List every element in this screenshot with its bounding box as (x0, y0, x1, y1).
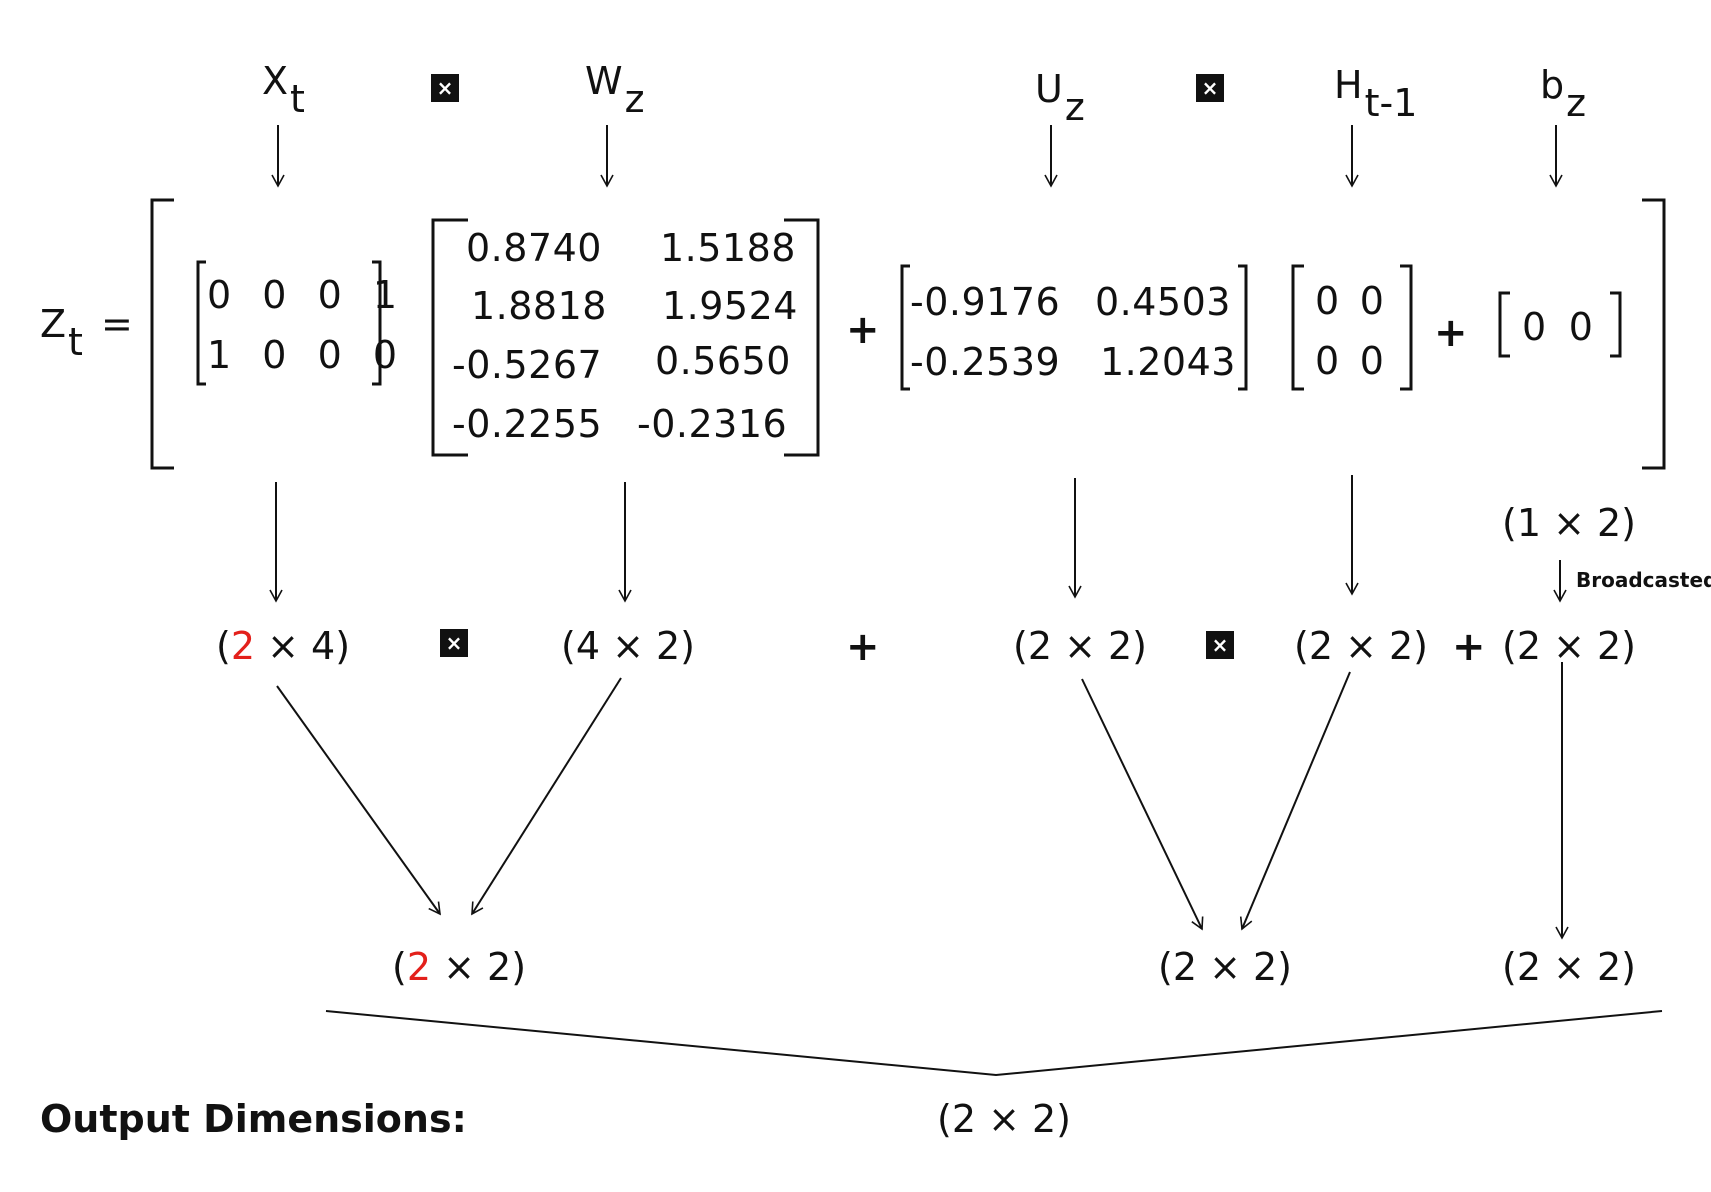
label-x-sub: t (290, 77, 305, 121)
b-dim: (2 × 2) (1502, 624, 1637, 668)
label-z-main: Z (40, 302, 67, 346)
output-dim: (2 × 2) (937, 1097, 1072, 1141)
x-cell: 0 (262, 333, 287, 377)
xw-result-open: ( (392, 945, 407, 989)
broadcast-note: Broadcasted (1576, 568, 1711, 592)
x-bracket-left (196, 260, 206, 386)
xw-result-dim: (2 × 2) (392, 948, 526, 986)
b-bracket-left (1498, 291, 1510, 358)
label-b: bz (1540, 63, 1586, 122)
xw-result-rest: × 2) (431, 945, 527, 989)
x-cell: 1 (372, 273, 398, 317)
h-dim: (2 × 2) (1294, 624, 1429, 668)
plus-sign: + (1434, 310, 1468, 356)
w-cell: 0.5650 (655, 339, 791, 383)
label-h-main: H (1334, 63, 1363, 107)
b-original-dim: (1 × 2) (1502, 501, 1637, 545)
label-z: Zt = (40, 302, 133, 361)
h-cell: 0 (1359, 279, 1385, 323)
label-z-sub: t (68, 320, 83, 364)
label-u: Uz (1035, 67, 1085, 126)
outer-bracket-left (150, 198, 174, 470)
label-w: Wz (585, 59, 645, 118)
w-cell: 1.8818 (471, 284, 607, 328)
arrow-udim-result (1081, 678, 1204, 931)
x-row-0: 0 0 0 1 (207, 276, 398, 314)
u-cell: -0.2539 (910, 340, 1061, 384)
w-bracket-left (431, 218, 468, 457)
arrow-xdim-result (276, 685, 441, 916)
w-cell: -0.2316 (637, 402, 788, 446)
label-x-main: X (262, 59, 289, 103)
x-dim-rest: × 4) (255, 624, 351, 668)
plus-sign: + (846, 624, 880, 670)
x-dim: (2 × 4) (216, 627, 350, 665)
w-cell: 0.8740 (466, 226, 602, 270)
x-cell: 1 (207, 333, 232, 377)
arrow-wdim-result (471, 677, 622, 916)
outer-bracket-right (1642, 198, 1666, 470)
uh-result-dim: (2 × 2) (1158, 945, 1293, 989)
arrow-hdim-result (1239, 671, 1351, 931)
u-dim: (2 × 2) (1013, 624, 1148, 668)
multiply-icon: × (431, 74, 459, 102)
w-cell: 1.9524 (662, 284, 798, 328)
w-cell: 1.5188 (660, 226, 796, 270)
h-bracket-right (1400, 264, 1413, 391)
x-cell: 0 (317, 273, 343, 317)
u-cell: 1.2043 (1100, 340, 1236, 384)
x-row-1: 1 0 0 0 (207, 336, 398, 374)
output-merge-lines (325, 1010, 1663, 1077)
x-cell: 0 (262, 273, 287, 317)
u-bracket-right (1238, 264, 1248, 391)
equals-sign: = (101, 302, 133, 346)
multiply-icon: × (1206, 631, 1234, 659)
w-bracket-right (784, 218, 820, 457)
multiply-icon: × (1196, 74, 1224, 102)
x-cell: 0 (317, 333, 343, 377)
label-u-sub: z (1064, 85, 1085, 129)
h-cell: 0 (1315, 279, 1340, 323)
b-cell: 0 (1568, 305, 1594, 349)
label-u-main: U (1035, 67, 1063, 111)
plus-sign: + (846, 307, 880, 353)
h-cell: 0 (1359, 339, 1385, 383)
x-cell: 0 (372, 333, 398, 377)
multiply-icon: × (440, 629, 468, 657)
b-cell: 0 (1522, 305, 1547, 349)
x-dim-open: ( (216, 624, 231, 668)
label-b-sub: z (1566, 81, 1587, 125)
w-cell: -0.5267 (452, 343, 603, 387)
plus-sign: + (1452, 624, 1486, 670)
w-cell: -0.2255 (452, 402, 603, 446)
x-bracket-right (372, 260, 382, 386)
label-w-sub: z (624, 77, 645, 121)
xw-result-highlight: 2 (406, 945, 432, 989)
label-b-main: b (1540, 63, 1565, 107)
b-result-dim: (2 × 2) (1502, 945, 1637, 989)
u-bracket-left (900, 264, 910, 391)
x-cell: 0 (207, 273, 232, 317)
u-cell: -0.9176 (910, 280, 1061, 324)
label-h-sub: t-1 (1364, 81, 1418, 125)
x-dim-highlight: 2 (230, 624, 256, 668)
label-x: Xt (262, 59, 305, 118)
b-bracket-right (1610, 291, 1622, 358)
u-cell: 0.4503 (1095, 280, 1231, 324)
h-bracket-left (1291, 264, 1304, 391)
label-w-main: W (585, 59, 623, 103)
h-cell: 0 (1315, 339, 1340, 383)
label-h: Ht-1 (1334, 63, 1417, 122)
output-label: Output Dimensions: (40, 1097, 467, 1141)
w-dim: (4 × 2) (561, 624, 696, 668)
